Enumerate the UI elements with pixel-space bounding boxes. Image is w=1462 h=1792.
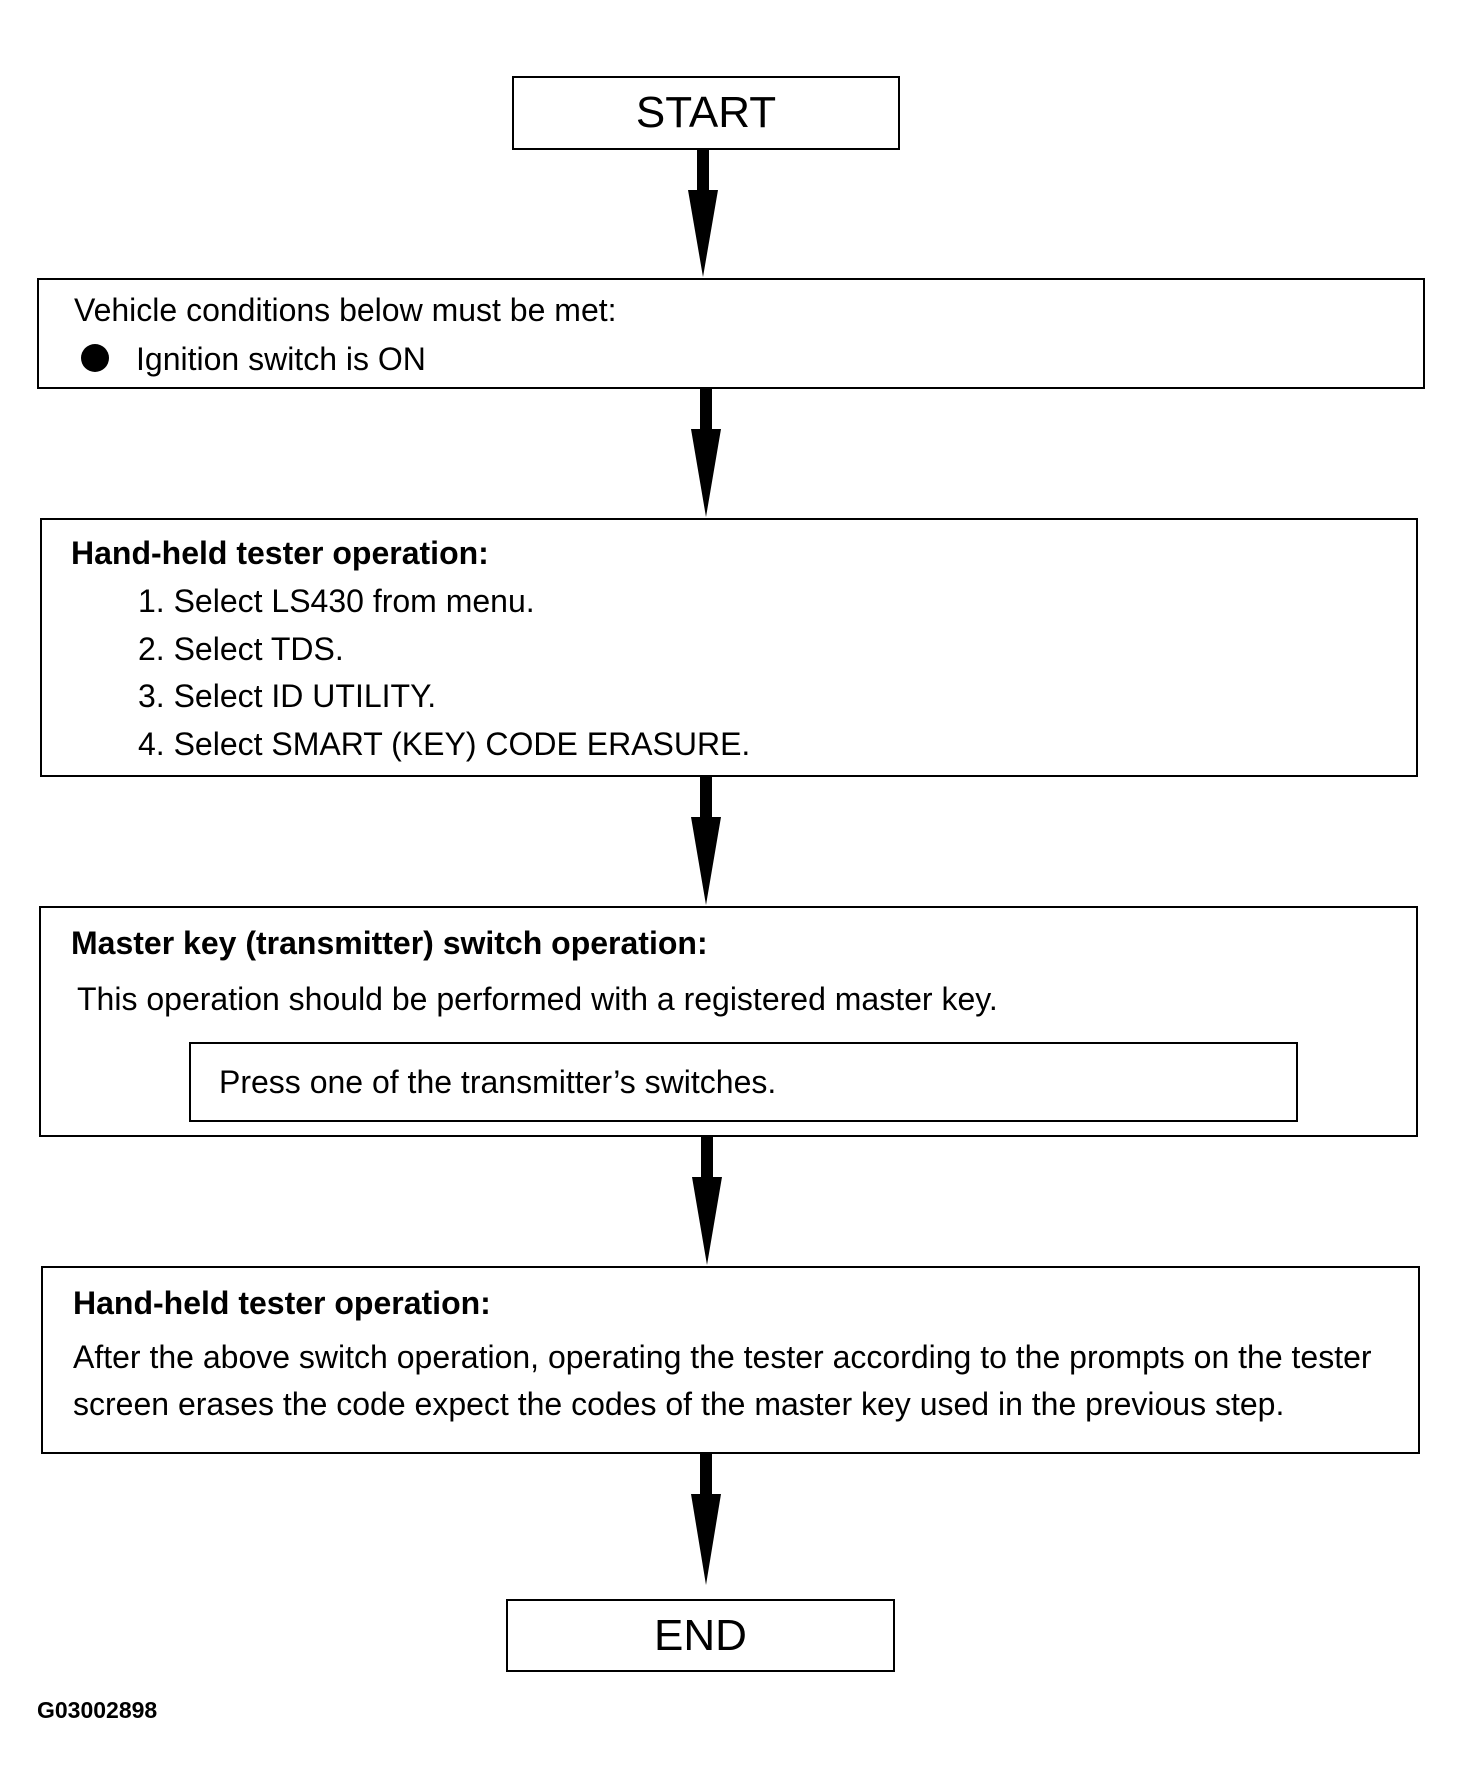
tester-operation-box-1: Hand-held tester operation: 1. Select LS… [40, 518, 1418, 777]
master-key-heading: Master key (transmitter) switch operatio… [71, 925, 708, 961]
start-terminal: START [512, 76, 900, 150]
tester-operation-line-2: screen erases the code expect the codes … [73, 1386, 1285, 1422]
end-label: END [654, 1610, 747, 1660]
arrow-head-3 [691, 817, 721, 905]
tester-operation-heading-2: Hand-held tester operation: [73, 1285, 491, 1321]
tester-operation-heading-1: Hand-held tester operation: [71, 535, 489, 571]
conditions-heading: Vehicle conditions below must be met: [74, 292, 617, 328]
tester-step-1: 1. Select LS430 from menu. [138, 583, 535, 619]
tester-operation-box-2: Hand-held tester operation: After the ab… [41, 1266, 1420, 1454]
tester-step-2: 2. Select TDS. [138, 631, 344, 667]
tester-step-4: 4. Select SMART (KEY) CODE ERASURE. [138, 726, 751, 762]
arrow-head-2 [691, 429, 721, 517]
conditions-box: Vehicle conditions below must be met: Ig… [37, 278, 1425, 389]
tester-step-3: 3. Select ID UTILITY. [138, 678, 437, 714]
end-terminal: END [506, 1599, 895, 1672]
tester-operation-line-1: After the above switch operation, operat… [73, 1339, 1372, 1375]
arrow-shaft-5 [700, 1454, 712, 1496]
arrow-head-1 [688, 190, 718, 277]
arrow-head-5 [691, 1494, 721, 1585]
bullet-icon [81, 344, 109, 372]
master-key-action: Press one of the transmitter’s switches. [219, 1064, 777, 1100]
master-key-action-box: Press one of the transmitter’s switches. [189, 1042, 1298, 1122]
conditions-bullet-text: Ignition switch is ON [136, 341, 426, 377]
arrow-shaft-1 [697, 150, 709, 192]
start-label: START [635, 88, 777, 137]
arrow-shaft-3 [700, 777, 712, 819]
figure-id: G03002898 [37, 1697, 158, 1723]
arrow-shaft-4 [701, 1137, 713, 1179]
master-key-note: This operation should be performed with … [77, 981, 998, 1017]
arrow-head-4 [692, 1177, 722, 1265]
arrow-shaft-2 [700, 389, 712, 431]
